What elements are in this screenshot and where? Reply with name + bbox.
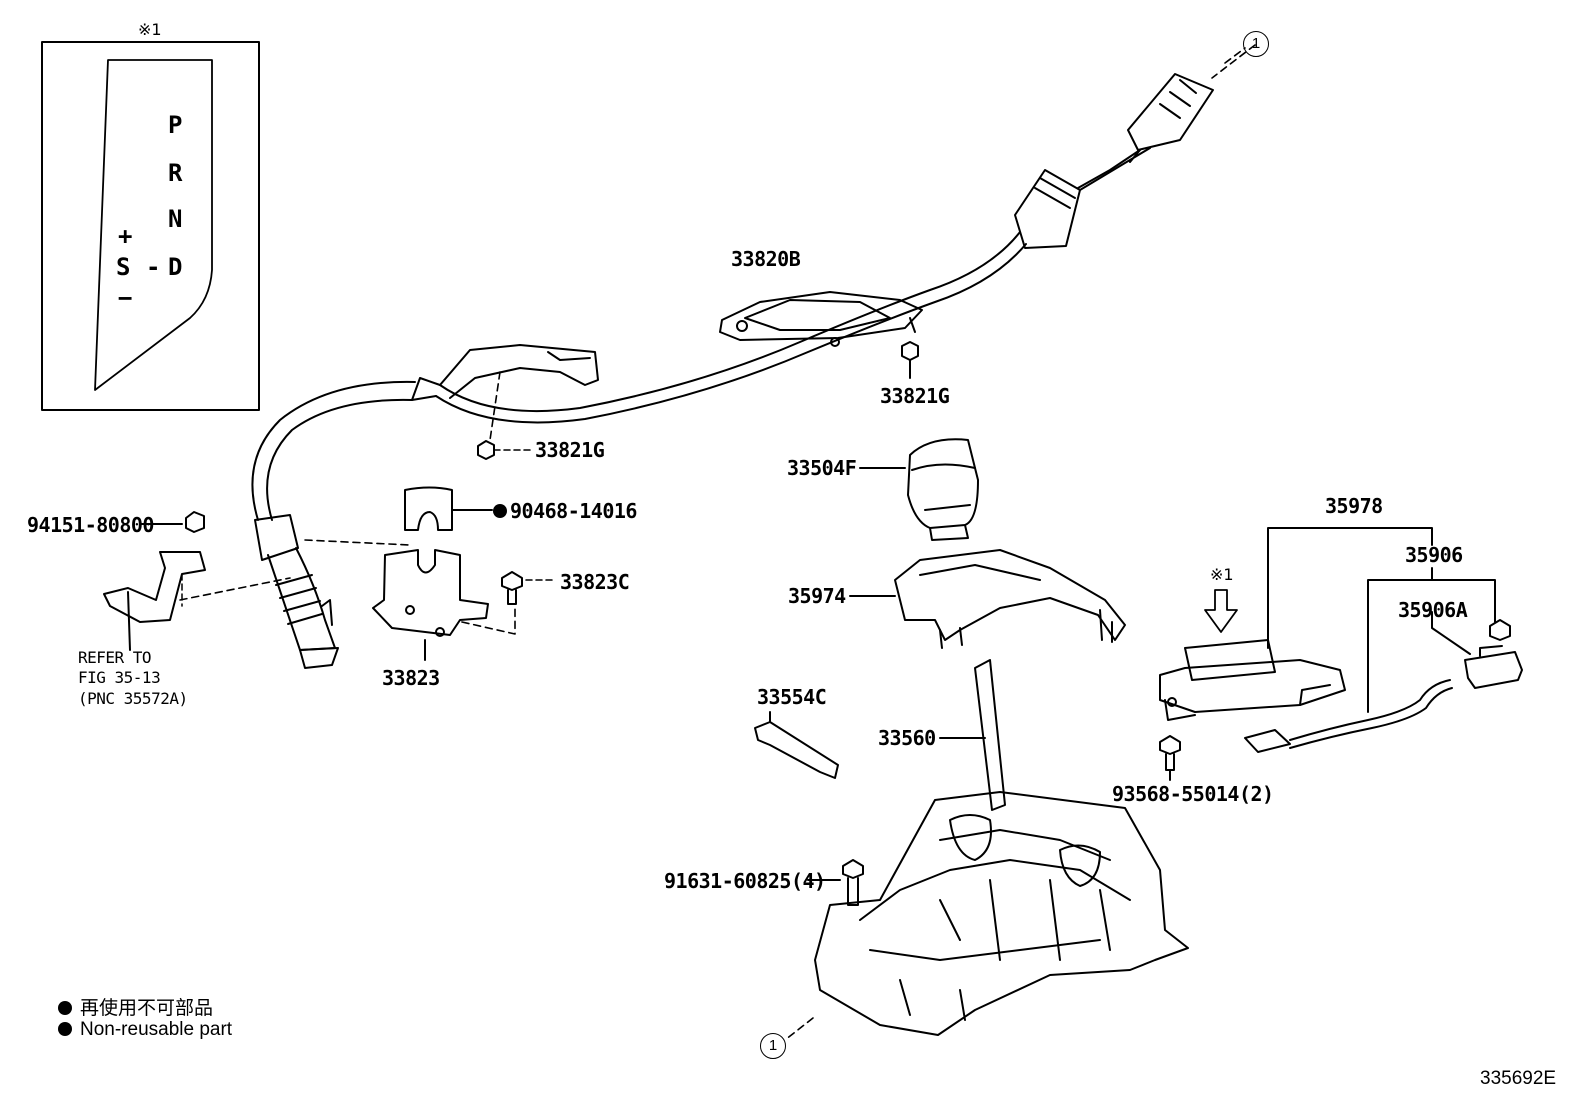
non-reusable-mark bbox=[493, 504, 507, 518]
refer-line-3: (PNC 35572A) bbox=[78, 689, 188, 708]
shift-lock-module-35978 bbox=[1159, 639, 1346, 721]
part-label-33554C[interactable]: 33554C bbox=[757, 685, 827, 709]
legend-dot-icon bbox=[58, 1001, 72, 1015]
bracket-33554C bbox=[754, 711, 839, 779]
legend-jp-text: 再使用不可部品 bbox=[80, 998, 214, 1019]
callout-circle-bottom: 1 bbox=[760, 1033, 786, 1059]
shift-lever-33560 bbox=[939, 659, 1006, 811]
part-label-93568-55014[interactable]: 93568-55014(2) bbox=[1112, 782, 1274, 806]
wire-harness-35906 bbox=[1244, 645, 1523, 753]
nut-33821G-lower bbox=[477, 440, 531, 460]
cable-bracket-33823 bbox=[179, 539, 516, 661]
inset-frame bbox=[41, 41, 260, 411]
gate-d: D bbox=[168, 253, 183, 281]
gate-n: N bbox=[168, 205, 183, 233]
legend-en: Non-reusable part bbox=[58, 1019, 232, 1041]
part-label-33504F[interactable]: 33504F bbox=[787, 456, 857, 480]
nut-33821G-upper bbox=[901, 341, 919, 379]
shift-knob-33504F bbox=[859, 438, 979, 541]
part-label-35906[interactable]: 35906 bbox=[1405, 543, 1463, 567]
nut-94151 bbox=[139, 511, 205, 533]
part-label-33560[interactable]: 33560 bbox=[878, 726, 936, 750]
screw-93568 bbox=[1159, 735, 1181, 781]
shift-cable bbox=[251, 44, 1256, 669]
indicator-housing-35974 bbox=[849, 549, 1126, 649]
callout-circle-top: 1 bbox=[1243, 31, 1269, 57]
gate-plus: + bbox=[118, 222, 133, 250]
shift-lever-base bbox=[784, 791, 1189, 1041]
cable-mount-bracket bbox=[439, 344, 599, 441]
install-arrow bbox=[1204, 589, 1238, 633]
retaining-clip-90468 bbox=[404, 486, 493, 531]
bolt-33823C bbox=[501, 571, 556, 605]
legend-dot-icon bbox=[58, 1022, 72, 1036]
legend-en-text: Non-reusable part bbox=[80, 1019, 233, 1040]
part-label-35906A[interactable]: 35906A bbox=[1398, 598, 1468, 622]
legend-jp: 再使用不可部品 bbox=[58, 993, 213, 1020]
part-label-90468-14016[interactable]: 90468-14016 bbox=[510, 499, 637, 523]
part-label-94151-80800[interactable]: 94151-80800 bbox=[27, 513, 154, 537]
part-label-33823[interactable]: 33823 bbox=[382, 666, 440, 690]
part-label-33821G-upper[interactable]: 33821G bbox=[880, 384, 950, 408]
refer-line-1: REFER TO bbox=[78, 648, 152, 667]
gate-r: R bbox=[168, 159, 183, 187]
gate-minus: − bbox=[118, 284, 133, 312]
gate-s: S bbox=[116, 253, 131, 281]
part-label-91631-60825[interactable]: 91631-60825(4) bbox=[664, 869, 826, 893]
clip-35906A bbox=[1489, 619, 1511, 641]
part-label-33823C[interactable]: 33823C bbox=[560, 570, 630, 594]
shift-gate-plate bbox=[94, 59, 213, 391]
diagram-id: 335692E bbox=[1480, 1068, 1557, 1089]
part-label-35974[interactable]: 35974 bbox=[788, 584, 846, 608]
inset-note-label: ※1 bbox=[138, 20, 162, 39]
cable-bracket-33820B bbox=[719, 291, 923, 347]
parts-group-brackets bbox=[1267, 527, 1496, 713]
shift-bracket bbox=[103, 551, 206, 651]
part-label-33821G-lower[interactable]: 33821G bbox=[535, 438, 605, 462]
refer-line-2: FIG 35-13 bbox=[78, 668, 161, 687]
part-label-35978[interactable]: 35978 bbox=[1325, 494, 1383, 518]
part-label-33820B[interactable]: 33820B bbox=[731, 247, 801, 271]
module-note-label: ※1 bbox=[1210, 565, 1234, 584]
bolt-91631 bbox=[807, 859, 864, 906]
gate-dash: - bbox=[146, 253, 161, 281]
gate-p: P bbox=[168, 111, 183, 139]
